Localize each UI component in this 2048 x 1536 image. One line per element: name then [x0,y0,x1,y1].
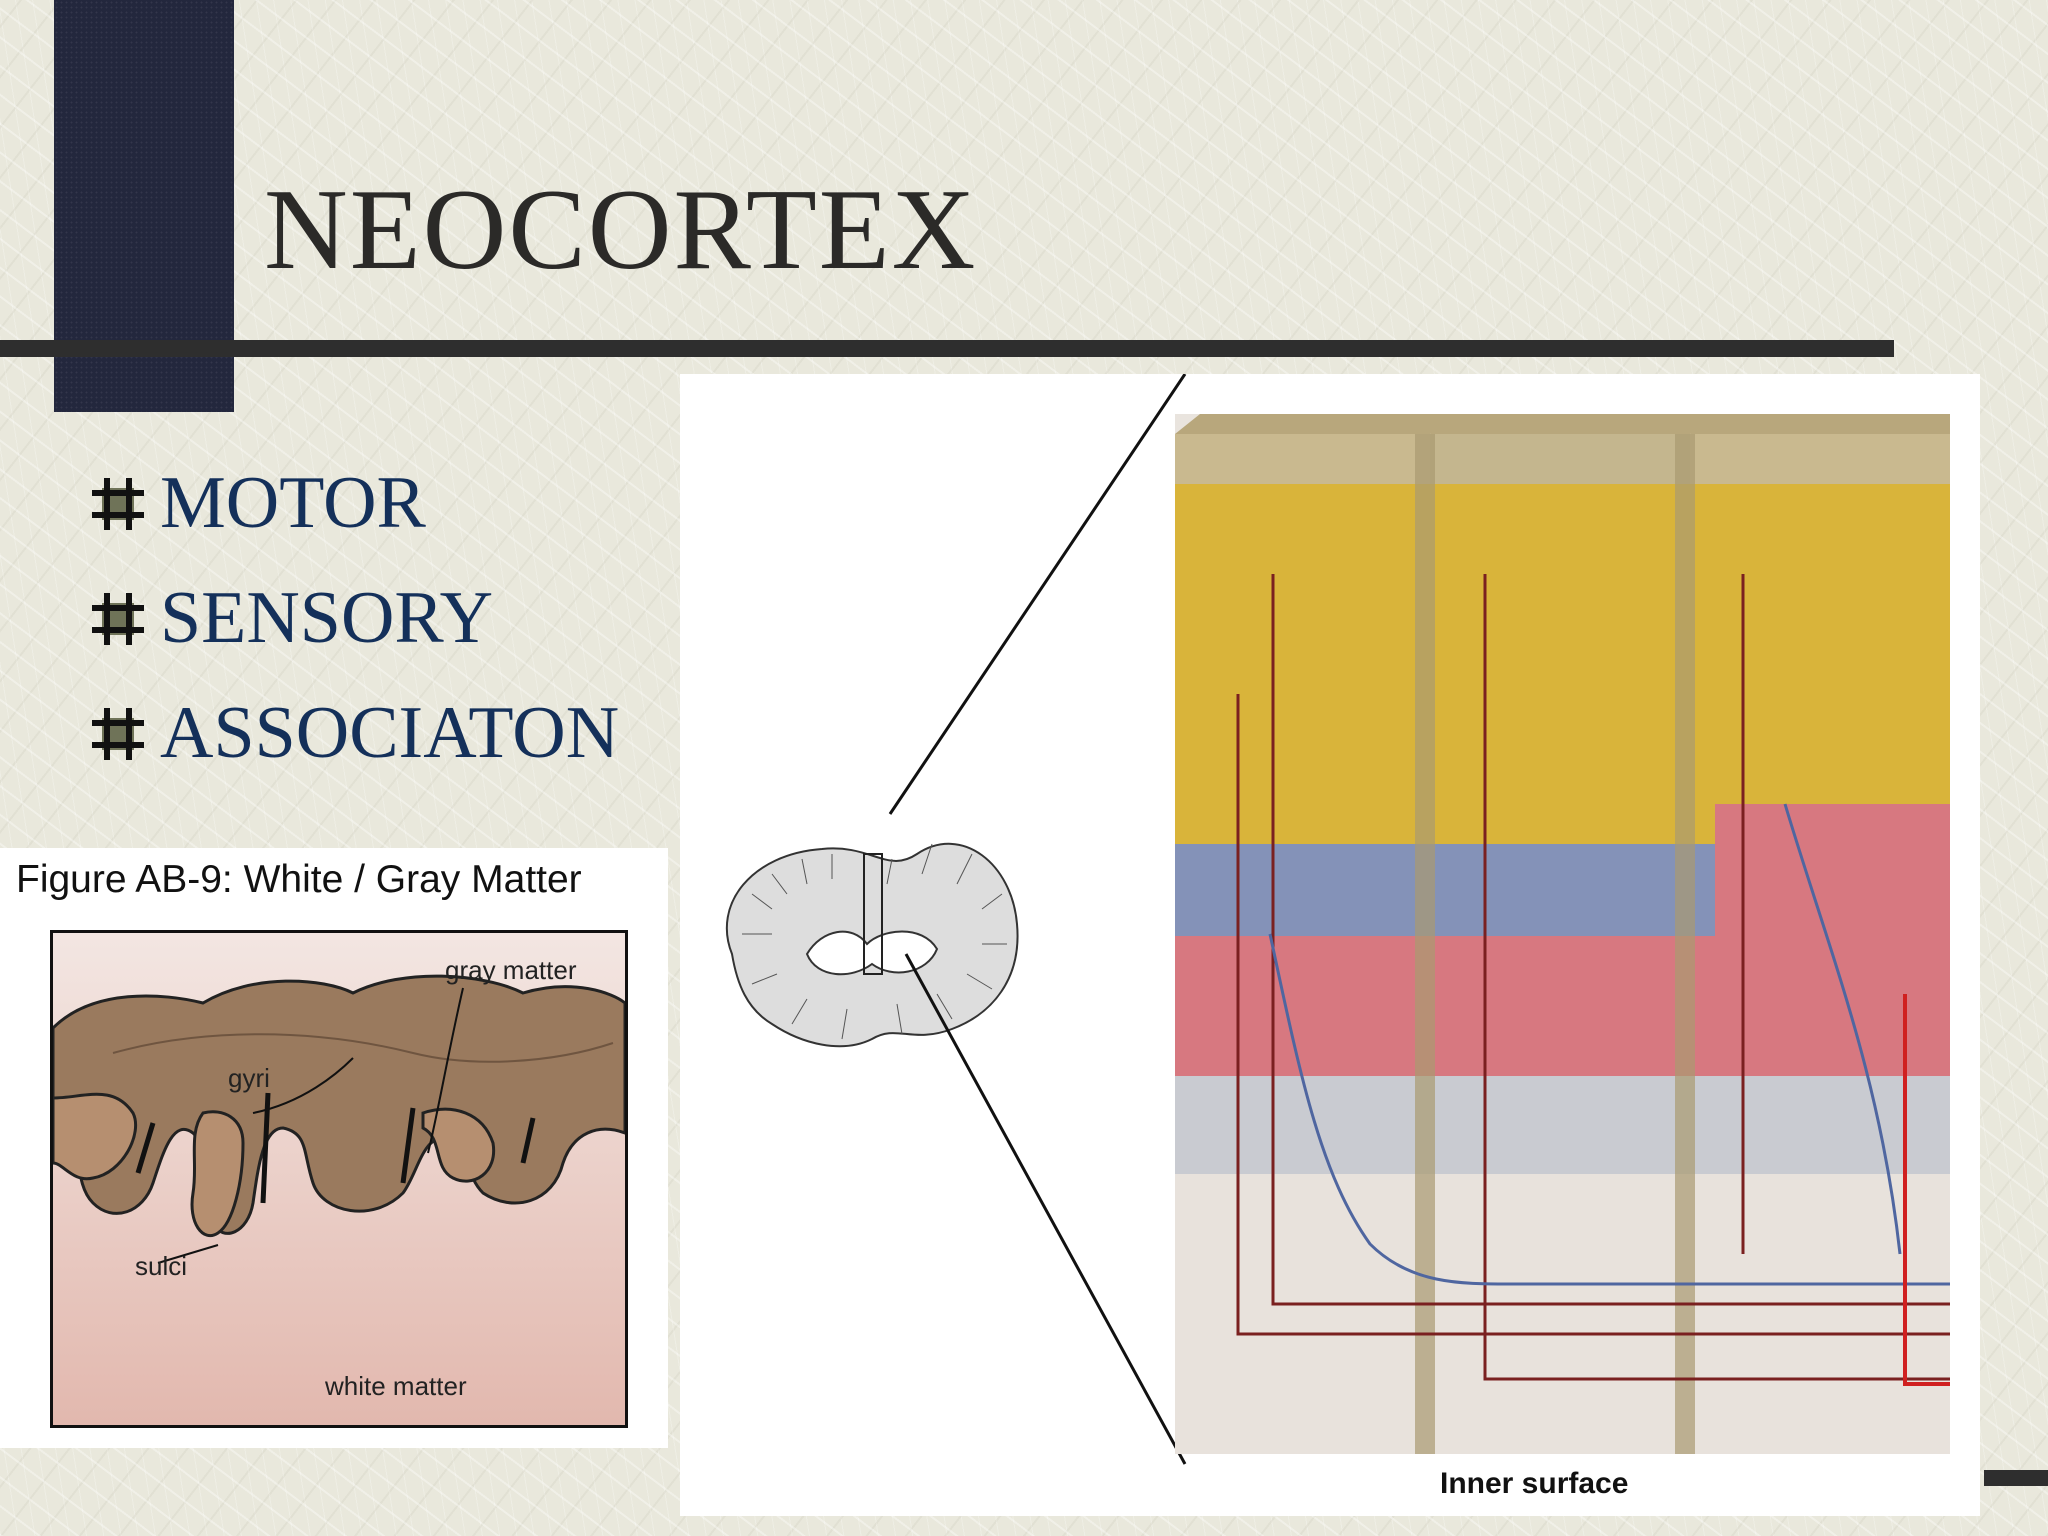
label-gray-matter: gray matter [445,955,577,985]
slide-title: NEOCORTEX [264,166,978,294]
figure-caption: Figure AB-9: White / Gray Matter [16,858,582,901]
grid-bullet-icon [92,592,144,645]
bullet-text: ASSOCIATON [160,692,620,774]
label-sulci: sulci [135,1251,188,1281]
bullet-text: MOTOR [160,462,426,544]
corner-decoration [1984,1470,2048,1486]
title-divider [0,340,1894,357]
cortex-layers-figure: Inner surface [680,374,1980,1516]
bullet-list: MOTOR SENSORY ASSOCIATON [90,446,619,791]
grid-bullet-icon [92,707,144,760]
gray-white-matter-figure: Figure AB-9: White / Gray Matter gray ma… [0,848,668,1448]
inner-surface-caption: Inner surface [1440,1467,1629,1500]
figure-frame: gray matter gyri sulci white matter [50,930,628,1428]
brain-cross-section-illustration [53,933,625,1425]
label-gyri: gyri [228,1063,270,1093]
brain-outline-illustration [726,842,1019,1048]
bullet-item: SENSORY [90,561,619,676]
bullet-item: MOTOR [90,446,619,561]
label-white-matter: white matter [325,1371,467,1401]
cortex-layers-illustration [726,374,1950,1465]
grid-bullet-icon [92,477,144,530]
cortex-block-illustration [1175,414,1950,1454]
bullet-text: SENSORY [160,577,494,659]
bullet-item: ASSOCIATON [90,676,619,791]
